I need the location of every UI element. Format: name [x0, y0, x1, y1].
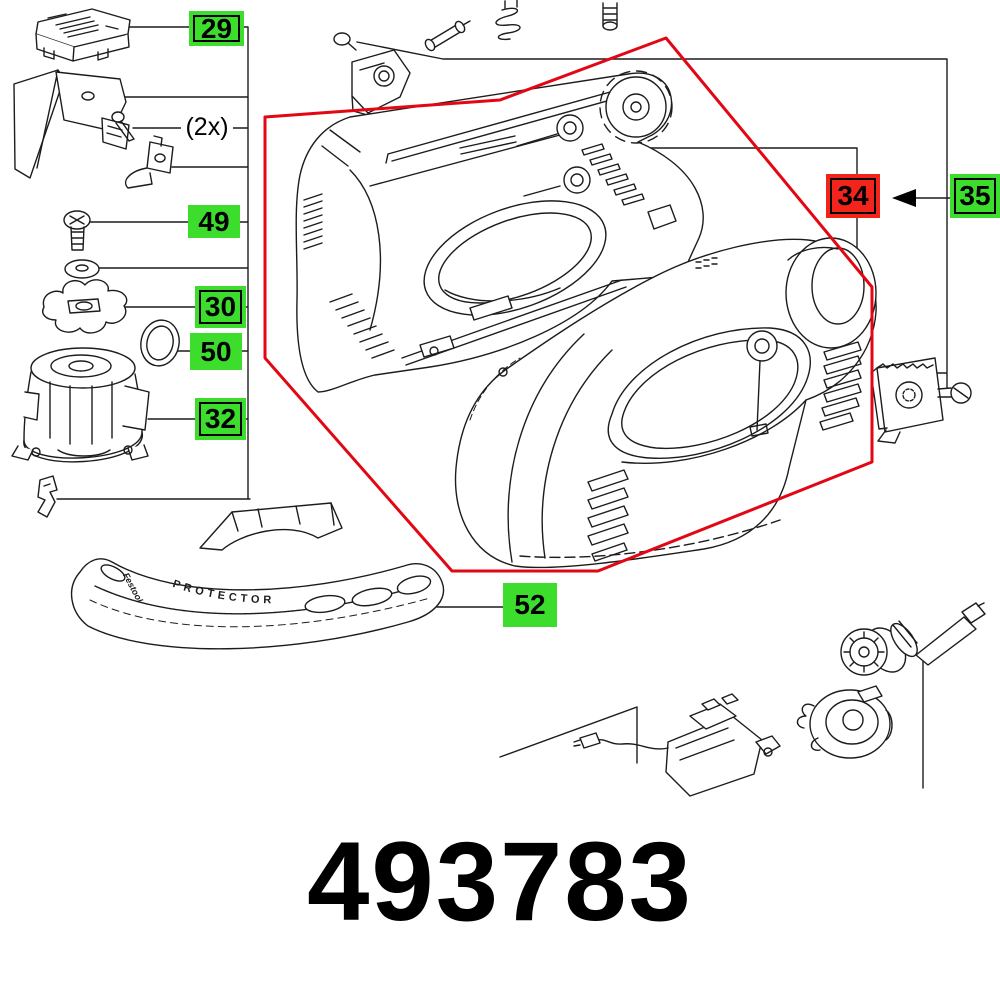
part-bracket: [14, 70, 129, 178]
part-o-ring-50: [137, 317, 184, 370]
part-cord-plug: [841, 603, 985, 679]
callout-30[interactable]: 30: [199, 290, 242, 324]
part-switch-plate: [352, 50, 410, 117]
callout-32[interactable]: 32: [199, 402, 242, 436]
part-switch: [574, 694, 780, 796]
part-housing-upper-half: [296, 71, 703, 392]
part-pin: [423, 20, 470, 52]
part-screw-2x: [112, 112, 134, 141]
part-protector-52: PROTECTOR Festool: [72, 503, 444, 649]
part-cord-clamp-left: [126, 136, 173, 188]
part-cord-clamp-right: [871, 358, 943, 443]
selection-outline: [265, 38, 872, 571]
part-motor-housing-32: [12, 348, 149, 462]
part-washer: [65, 260, 99, 278]
part-spring: [496, 0, 520, 39]
part-clamp-screw: [938, 383, 971, 403]
part-top-screw-a: [334, 33, 356, 50]
callout-29[interactable]: 29: [193, 14, 240, 42]
part-field-coil: [797, 686, 892, 758]
callout-49[interactable]: 49: [188, 205, 240, 238]
callout-50[interactable]: 50: [190, 333, 242, 370]
arrow-to-34: [892, 189, 916, 207]
quantity-note: (2x): [181, 112, 233, 142]
part-lock-plate-30: [43, 280, 127, 333]
callout-52[interactable]: 52: [503, 583, 557, 627]
part-top-cover: [36, 9, 130, 61]
callout-34[interactable]: 34: [830, 178, 876, 214]
callout-35[interactable]: 35: [954, 178, 996, 214]
part-number: 493783: [307, 819, 693, 944]
part-brush-clip: [38, 476, 57, 517]
part-top-screw-b: [603, 3, 617, 30]
part-screw-49: [64, 211, 90, 250]
